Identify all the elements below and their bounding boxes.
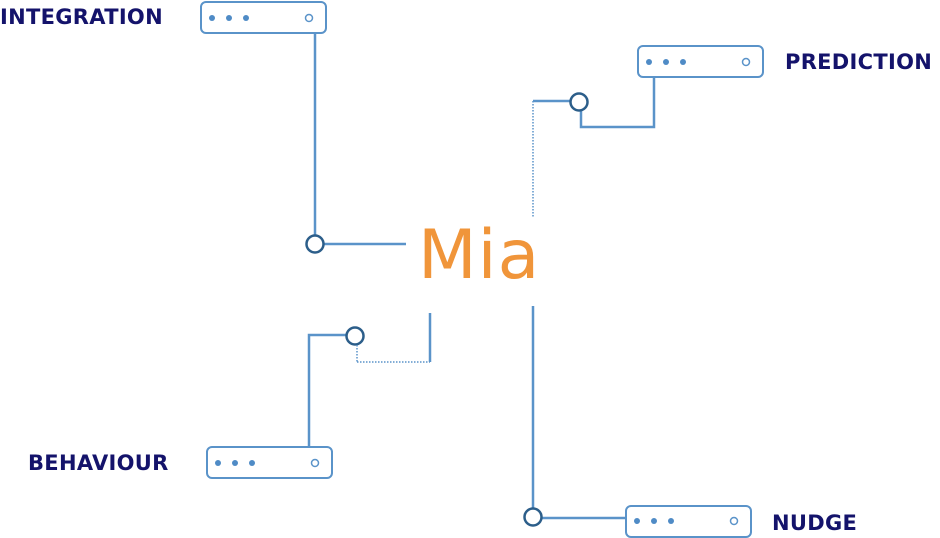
terminal-behaviour: [345, 326, 365, 346]
node-behaviour: [206, 313, 432, 479]
server-rack-icon: [625, 505, 752, 538]
label-behaviour: BEHAVIOUR: [28, 451, 169, 475]
connector-nudge: [531, 306, 626, 520]
server-rack-icon: [200, 1, 327, 34]
server-rack-icon: [637, 45, 764, 78]
terminal-integration: [305, 234, 325, 254]
label-nudge: NUDGE: [772, 511, 858, 535]
label-integration: INTEGRATION: [0, 5, 163, 29]
node-integration: [200, 1, 406, 254]
terminal-prediction: [569, 92, 589, 112]
node-prediction: [532, 45, 764, 218]
connector-prediction: [579, 77, 656, 129]
node-nudge: [523, 306, 752, 538]
connector-integration: [313, 33, 406, 246]
server-rack-icon: [206, 446, 333, 479]
center-title: Mia: [418, 216, 541, 295]
label-prediction: PREDICTION: [785, 50, 933, 74]
terminal-nudge: [523, 507, 543, 527]
connector-behaviour: [307, 333, 347, 447]
